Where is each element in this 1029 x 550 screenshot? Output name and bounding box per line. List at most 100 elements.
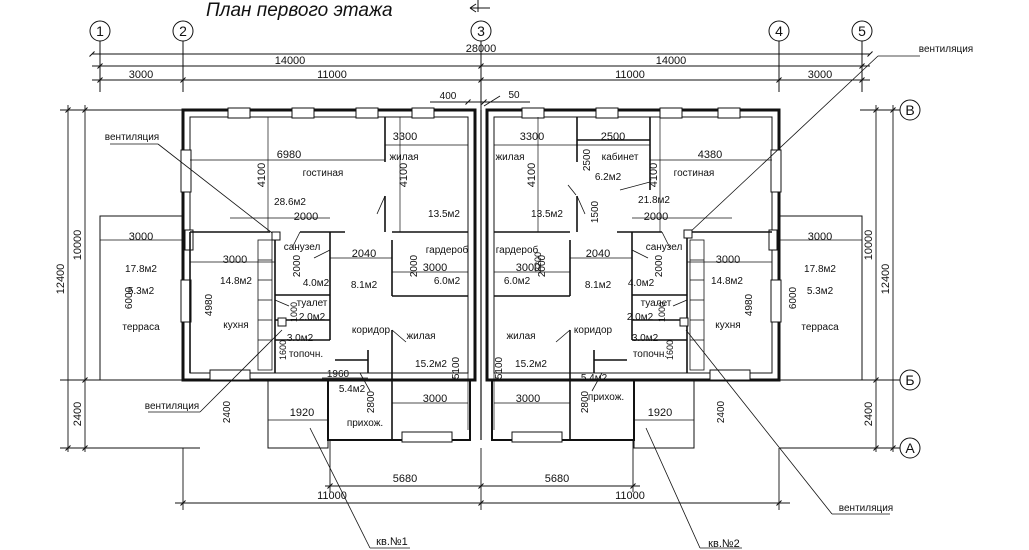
dim-half-left: 14000 [275,55,306,67]
area-wardrobe-left: 6.0м2 [434,276,461,287]
area-living-left: 28.6м2 [274,197,306,208]
dim-6000-right: 6000 [788,286,799,309]
dim-2800-left: 2800 [366,390,377,413]
dim-1600-right: 1600 [665,340,675,360]
dim-1960: 1960 [327,369,350,380]
dim-bottom-5680-right: 5680 [545,473,569,485]
dim-2000-v3: 2000 [537,254,548,277]
section-mark-icon [469,0,490,13]
room-bed2-right: жилая [506,331,535,342]
area-bed1-right: 13.5м2 [531,209,563,220]
callout-apartment-2: кв.№2 [708,538,740,550]
dim-1600-left: 1600 [278,340,288,360]
dim-bottom-11000-left: 11000 [317,490,347,502]
room-corridor-right: коридор [574,325,613,336]
dim-3000-terrace-right: 3000 [808,231,832,243]
interior-dimension-lines [100,117,862,430]
area-boiler-right: 3.0м2 [632,333,659,344]
dim-top-left-block: 11000 [317,69,347,81]
dim-3000-terrace-left: 3000 [129,231,153,243]
dim-5100-left: 5100 [451,356,462,379]
kitchen-counters [257,239,705,371]
dim-2500: 2500 [601,131,625,143]
area-bath-right: 4.0м2 [628,278,655,289]
door-swings [274,181,688,392]
dim-top-left-terrace: 3000 [129,69,153,81]
area-boiler-left: 3.0м2 [287,333,314,344]
dim-right-10000: 10000 [863,230,875,261]
dim-1500: 1500 [590,200,601,223]
axis-3-label: 3 [477,23,485,39]
dim-gap-50: 50 [508,90,520,101]
room-bath-left: санузел [284,242,321,253]
room-toilet-right: туалет [641,298,672,309]
callout-vent-top-left: вентиляция [105,132,159,143]
bottom-dimension-lines [175,440,790,510]
dim-4100-d: 4100 [648,163,660,187]
dim-4100-a: 4100 [256,163,268,187]
area-kitchen-left: 14.8м2 [220,276,252,287]
dim-1000-right: 1000 [657,302,667,322]
dim-2000-left: 2000 [294,211,318,223]
dim-2400-inner-right: 2400 [716,400,727,423]
dim-2200: 2200 [533,252,543,272]
area-terrace-left-2: 5.3м2 [128,286,155,297]
callout-leaders [110,55,920,549]
area-wardrobe-right: 6.0м2 [504,276,531,287]
room-toilet-left: туалет [297,298,328,309]
room-bath-right: санузел [646,242,683,253]
dim-2000-v1: 2000 [292,254,303,277]
drawing-title: План первого этажа [206,0,393,21]
top-dimension-lines [89,51,873,106]
area-corridor-right: 8.1м2 [585,280,612,291]
dim-2000-v2: 2000 [409,254,420,277]
dim-right-2400: 2400 [863,402,875,426]
area-terrace-right-1: 17.8м2 [804,264,836,275]
axis-1-label: 1 [96,23,104,39]
callout-vent-bottom-right: вентиляция [839,503,893,514]
room-hall-right: прихож. [588,392,624,403]
area-bath-left: 4.0м2 [303,278,330,289]
dim-half-right: 14000 [656,55,687,67]
dim-5100-right: 5100 [494,356,505,379]
room-bed2-left: жилая [406,331,435,342]
dim-2800-right: 2800 [580,390,591,413]
axis-v-label: В [905,102,914,118]
dim-3000-bottom-right: 3000 [516,393,540,405]
dim-3000-kitchen-left: 3000 [223,254,247,266]
dim-2000-right: 2000 [644,211,668,223]
dim-left-10000: 10000 [72,230,84,261]
dim-left-2400: 2400 [72,402,84,426]
dim-4380: 4380 [698,149,722,161]
room-hall-left: прихож. [347,418,383,429]
vent-marker-icons [271,229,693,327]
room-living-left: гостиная [303,168,344,179]
dim-2040-left: 2040 [352,248,376,260]
dim-4100-b: 4100 [398,163,410,187]
room-corridor-left: коридор [352,325,391,336]
dim-1000-left: 1000 [289,302,299,322]
dim-2500-vertical: 2500 [582,148,593,171]
dim-bottom-11000-right: 11000 [615,490,645,502]
windows [180,107,782,443]
area-living-right: 21.8м2 [638,195,670,206]
dim-wall-400: 400 [440,91,457,102]
dim-4100-c: 4100 [526,163,538,187]
room-wardrobe-right: гардероб [496,244,539,256]
room-study-right: кабинет [602,151,639,163]
dim-6000-left: 6000 [124,286,135,309]
callout-vent-bottom-left: вентиляция [145,401,199,412]
area-terrace-left-1: 17.8м2 [125,264,157,275]
dim-3000-kitchen-right: 3000 [716,254,740,266]
dim-3000-wardrobe-left: 3000 [423,262,447,274]
dim-3300-right: 3300 [520,131,544,143]
dim-2000-v4: 2000 [654,254,665,277]
building-walls [88,108,875,449]
dim-1920-right: 1920 [648,407,672,419]
dim-6980: 6980 [277,149,301,161]
dim-3300-left: 3300 [393,131,417,143]
dim-top-right-terrace: 3000 [808,69,832,81]
axis-b-label: Б [905,372,914,388]
area-bed2-right: 15.2м2 [515,359,547,370]
